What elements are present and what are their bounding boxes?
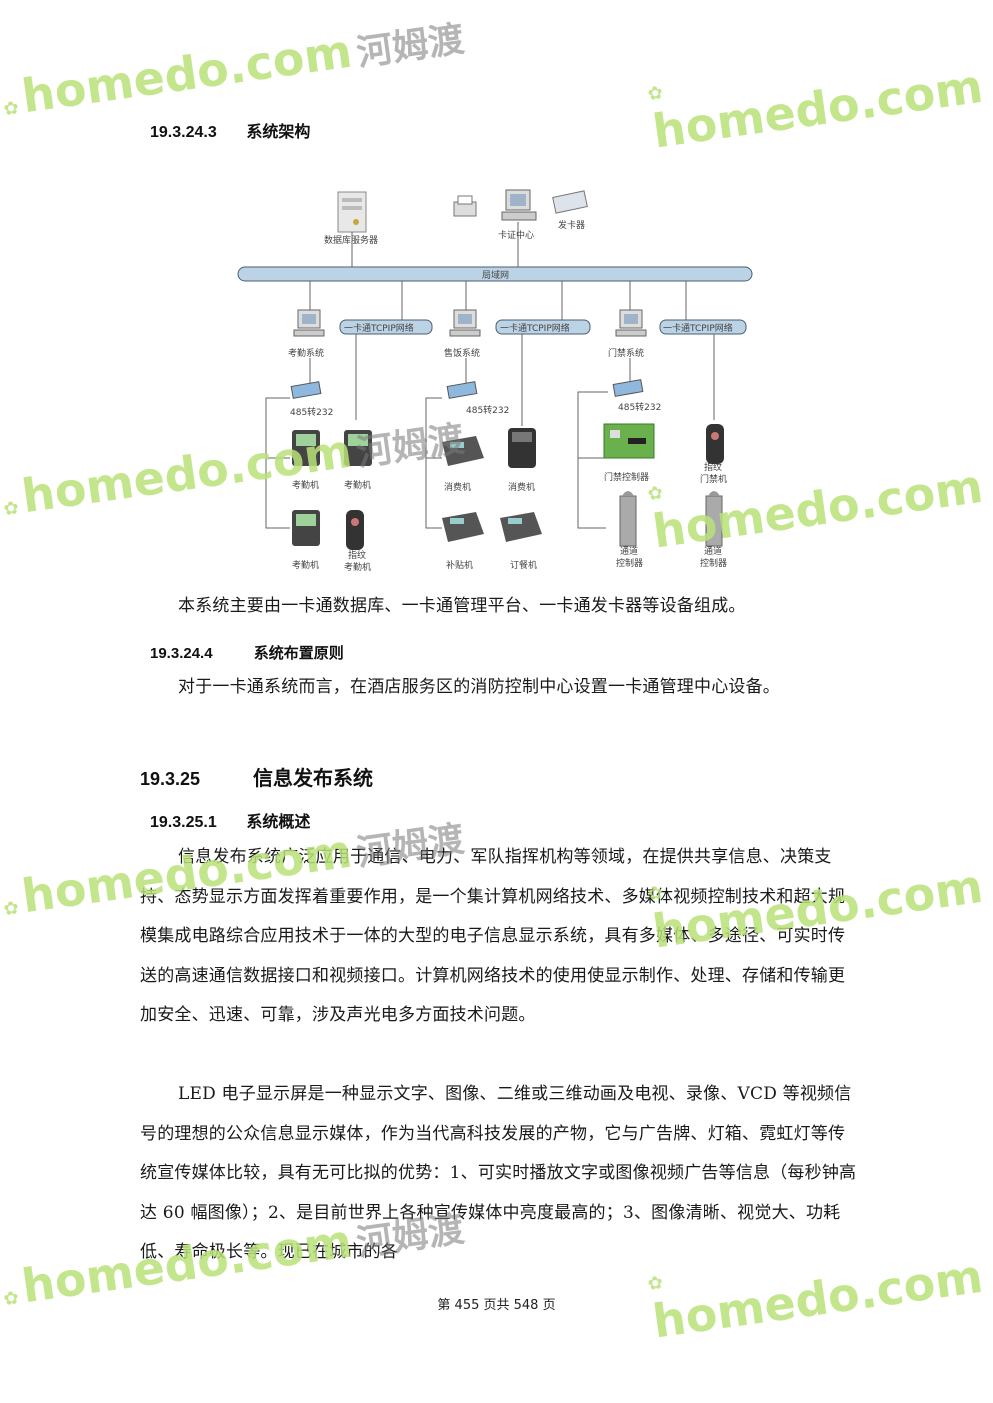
flower-logo-icon: ✿ bbox=[2, 897, 21, 921]
converter-1 bbox=[290, 381, 322, 399]
watermark: ✿ homedo.com 河姆渡 bbox=[0, 8, 467, 126]
meal-system-label: 售饭系统 bbox=[444, 347, 480, 359]
pos-terminal-icon bbox=[508, 428, 536, 468]
gate2-label-1: 通道 bbox=[704, 545, 722, 557]
access-system-label: 门禁系统 bbox=[608, 347, 644, 359]
gate2-label-2: 控制器 bbox=[700, 557, 727, 569]
turnstile-gate-icon bbox=[705, 491, 723, 547]
tcpip-network-3 bbox=[659, 319, 747, 335]
flower-logo-icon: ✿ bbox=[2, 497, 21, 521]
attendance-terminal-icon bbox=[292, 430, 320, 466]
attend-label-1: 考勤机 bbox=[292, 479, 319, 491]
tcpip-network-2 bbox=[495, 319, 591, 335]
system-architecture-diagram: 数据库服务器 卡证中心 发卡器 局域网 一卡通TCPIP网络 一卡通TCPIP网… bbox=[237, 189, 753, 573]
converter-3 bbox=[612, 379, 644, 397]
attendance-terminal-icon bbox=[344, 430, 372, 466]
attend-label-2: 考勤机 bbox=[344, 479, 371, 491]
section-heading: 19.3.24.4 系统布置原则 bbox=[150, 642, 344, 663]
tcpip-network-1 bbox=[339, 319, 433, 335]
section-title: 信息发布系统 bbox=[253, 766, 374, 790]
paragraph-architecture: 本系统主要由一卡通数据库、一卡通管理平台、一卡通发卡器等设备组成。 bbox=[178, 596, 746, 616]
db-server-icon bbox=[337, 191, 367, 233]
computer-icon bbox=[501, 189, 537, 221]
section-number: 19.3.24.4 bbox=[150, 645, 213, 662]
finger-attend-label-2: 考勤机 bbox=[344, 561, 371, 573]
watermark: ✿ homedo.com bbox=[646, 36, 993, 159]
subsidy-terminal-icon bbox=[442, 512, 484, 542]
flower-logo-icon: ✿ bbox=[646, 82, 665, 106]
subsidy-label: 补贴机 bbox=[446, 559, 473, 571]
converter-label-2: 485转232 bbox=[466, 404, 509, 416]
attend-label-3: 考勤机 bbox=[292, 559, 319, 571]
paragraph-led: LED 电子显示屏是一种显示文字、图像、二维或三维动画及电视、录像、VCD 等视… bbox=[140, 1084, 857, 1262]
section-heading: 19.3.25.1 系统概述 bbox=[150, 808, 310, 832]
tcpip-label-2: 一卡通TCPIP网络 bbox=[500, 322, 570, 334]
pos-label-1: 消费机 bbox=[444, 481, 471, 493]
fingerprint-reader-icon bbox=[346, 510, 364, 550]
printer-icon bbox=[453, 195, 477, 217]
tcpip-label-1: 一卡通TCPIP网络 bbox=[344, 322, 414, 334]
fingerprint-reader-icon bbox=[706, 424, 724, 464]
watermark-brand: homedo.com bbox=[18, 23, 356, 124]
finger-door-label-2: 门禁机 bbox=[700, 473, 727, 485]
watermark-brand: homedo.com bbox=[649, 58, 986, 159]
card-issuer-icon bbox=[552, 190, 588, 214]
access-ctrl-label: 门禁控制器 bbox=[604, 471, 649, 483]
converter-label-1: 485转232 bbox=[290, 406, 333, 418]
pos-terminal-icon bbox=[442, 436, 484, 466]
tcpip-label-3: 一卡通TCPIP网络 bbox=[663, 322, 733, 334]
finger-attend-label-1: 指纹 bbox=[348, 549, 366, 561]
flower-logo-icon: ✿ bbox=[2, 97, 21, 121]
section-title: 系统概述 bbox=[246, 812, 311, 831]
order-label: 订餐机 bbox=[510, 559, 537, 571]
page-footer: 第 455 页共 548 页 bbox=[437, 1298, 556, 1313]
converter-2 bbox=[446, 381, 478, 399]
paragraph-layout: 对于一卡通系统而言，在酒店服务区的消防控制中心设置一卡通管理中心设备。 bbox=[178, 677, 780, 697]
section-number: 19.3.25 bbox=[140, 769, 201, 789]
attendance-terminal-icon bbox=[292, 510, 320, 546]
section-heading: 19.3.24.3 系统架构 bbox=[150, 118, 310, 142]
gate1-label-2: 控制器 bbox=[616, 557, 643, 569]
pos-label-2: 消费机 bbox=[508, 481, 535, 493]
lan-label: 局域网 bbox=[482, 269, 509, 281]
finger-door-label-1: 指纹 bbox=[704, 461, 722, 473]
attendance-system-label: 考勤系统 bbox=[288, 347, 324, 359]
order-terminal-icon bbox=[500, 512, 542, 542]
watermark-cn: 河姆渡 bbox=[354, 18, 467, 75]
card-issuer-label: 发卡器 bbox=[558, 219, 585, 231]
db-server-label: 数据库服务器 bbox=[324, 234, 378, 246]
attendance-pc-icon bbox=[293, 309, 325, 337]
lan-bus bbox=[237, 266, 753, 282]
section-number: 19.3.24.3 bbox=[150, 124, 217, 141]
access-controller-board-icon bbox=[603, 423, 655, 459]
section-number: 19.3.25.1 bbox=[150, 814, 217, 831]
meal-pc-icon bbox=[449, 309, 481, 337]
turnstile-gate-icon bbox=[619, 491, 637, 547]
gate1-label-1: 通道 bbox=[620, 545, 638, 557]
section-heading-main: 19.3.25 信息发布系统 bbox=[140, 762, 373, 791]
section-title: 系统架构 bbox=[246, 122, 311, 141]
paragraph-overview: 信息发布系统广泛应用于通信、电力、军队指挥机构等领域，在提供共享信息、决策支持、… bbox=[140, 847, 846, 1025]
card-center-label: 卡证中心 bbox=[498, 229, 534, 241]
access-pc-icon bbox=[615, 309, 647, 337]
section-title: 系统布置原则 bbox=[253, 644, 344, 662]
flower-logo-icon: ✿ bbox=[646, 1272, 665, 1296]
converter-label-3: 485转232 bbox=[618, 401, 661, 413]
